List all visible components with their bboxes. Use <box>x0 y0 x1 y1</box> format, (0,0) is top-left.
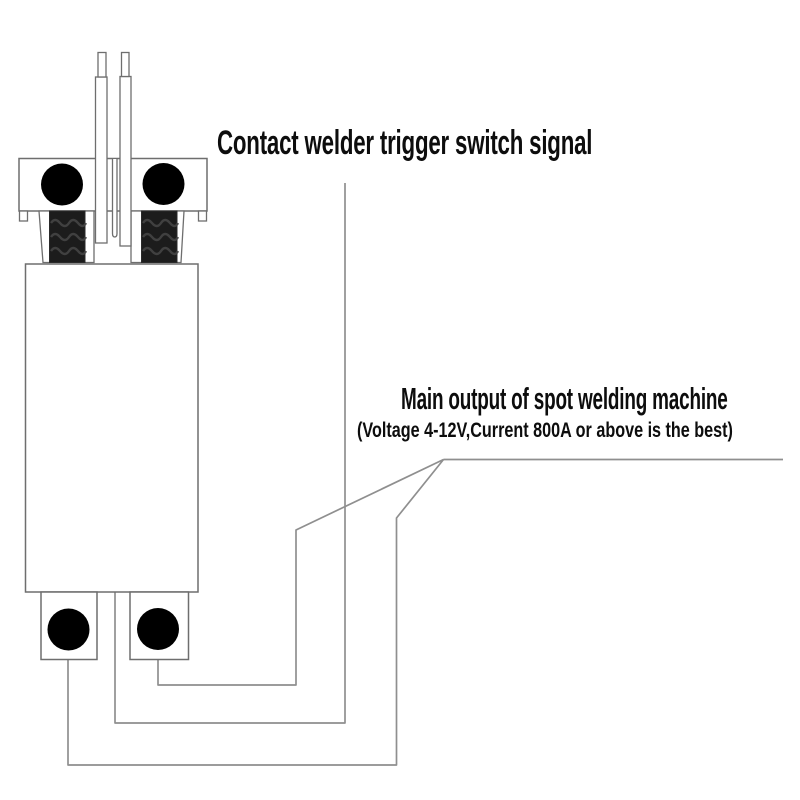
welding-pen-device <box>18 51 208 661</box>
trigger-signal-wire <box>114 183 346 724</box>
output-wire-right-terminal <box>157 458 444 686</box>
plate-tab-right <box>197 210 208 222</box>
electrode-pin-right <box>119 51 132 247</box>
device-body <box>24 263 199 593</box>
trigger-signal-label: Contact welder trigger switch signal <box>217 124 593 162</box>
electrode-pin-left <box>94 51 108 244</box>
output-wire-left-terminal <box>67 458 445 766</box>
main-output-label: Main output of spot welding machine <box>401 381 728 416</box>
center-post <box>111 159 118 238</box>
output-spec-label: (Voltage 4-12V,Current 800A or above is … <box>357 419 733 442</box>
plate-tab-left <box>18 210 29 222</box>
electrode-spring-left <box>49 210 88 263</box>
electrode-spring-right <box>141 210 180 263</box>
